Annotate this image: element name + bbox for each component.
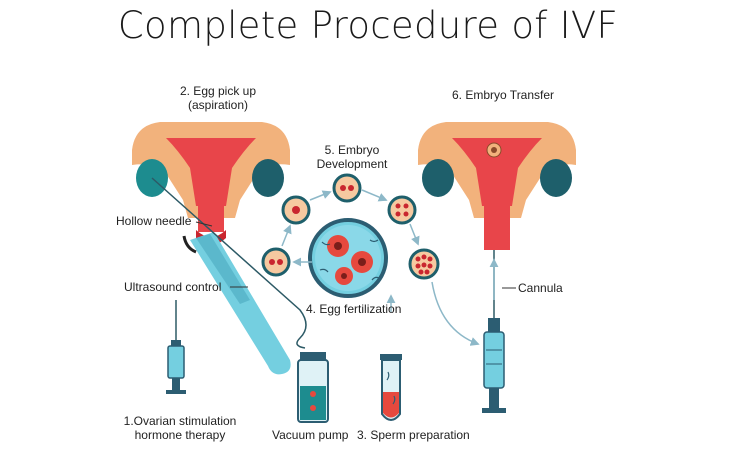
label-hollow-needle: Hollow needle [116,214,192,228]
label-embryo-transfer: 6. Embryo Transfer [452,88,555,102]
ovary-icon [540,159,572,197]
sperm-icon [369,239,379,243]
embryo-cell-5 [408,248,440,280]
leader-line [195,221,213,227]
syringe-icon [482,318,506,413]
embryo-cell-1 [261,247,291,277]
label-sperm-preparation: 3. Sperm preparation [357,428,470,442]
test-tube-icon [380,354,402,421]
ovary-icon [252,159,284,197]
label-cannula: Cannula [518,281,563,295]
hollow-needle-line [151,177,307,349]
right-uterus-icon [418,122,576,250]
label-vacuum-pump: Vacuum pump [272,428,349,442]
process-arrows [281,189,499,346]
sperm-icon [321,241,331,246]
sperm-icon [371,276,380,281]
label-egg-fertilization: 4. Egg fertilization [306,302,402,316]
page-title: Complete Procedure of IVF [117,4,619,47]
embryo-cell-3 [332,173,362,203]
label-ultrasound-control: Ultrasound control [124,280,222,294]
ovary-icon [422,159,454,197]
embryo-cell-4 [387,195,417,225]
left-uterus-icon [132,122,290,254]
vacuum-pump-icon [297,352,329,423]
label-egg-pickup: 2. Egg pick up(aspiration) [179,84,257,112]
sperm-icon [392,395,396,405]
sperm-icon [386,371,390,381]
petri-dish-icon [308,218,388,298]
sperm-icon [319,268,329,273]
syringe-icon [166,300,186,394]
embryo-cell-2 [281,195,311,225]
